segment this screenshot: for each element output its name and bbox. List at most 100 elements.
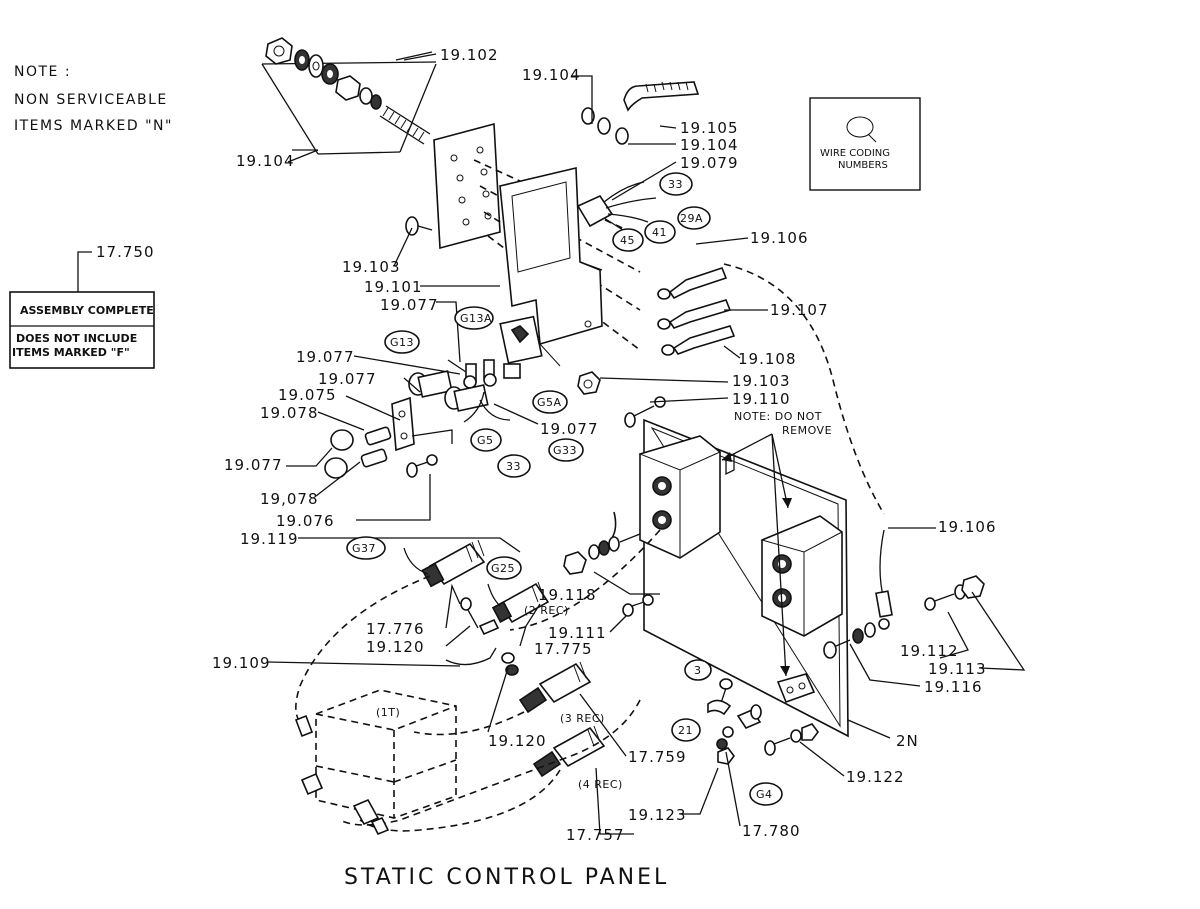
svg-text:41: 41 xyxy=(652,226,667,239)
part-label: 19.105 xyxy=(680,119,739,137)
wire-code-g4: G4 xyxy=(749,782,783,806)
part-label: 19.110 xyxy=(732,390,791,408)
lower-left-hardware xyxy=(445,597,519,676)
wire-code-33-mid: 33 xyxy=(497,454,531,478)
svg-text:G25: G25 xyxy=(491,562,515,575)
part-label: 19.107 xyxy=(770,301,829,319)
dashed-wire-runs xyxy=(294,529,661,836)
right-side-hardware xyxy=(823,529,985,659)
part-label: 19.104 xyxy=(522,66,581,84)
label-4-rec: (4 REC) xyxy=(578,778,623,791)
part-label: 19.077 xyxy=(318,370,377,388)
part-label: 19.120 xyxy=(488,732,547,750)
part-label: 19.108 xyxy=(738,350,797,368)
part-label: 19.104 xyxy=(680,136,739,154)
svg-text:G13A: G13A xyxy=(460,312,492,325)
label-2-rec: (2 REC) xyxy=(524,604,569,617)
wire-code-33-top: 33 xyxy=(659,172,693,196)
part-label: 19.118 xyxy=(538,586,597,604)
svg-text:G13: G13 xyxy=(390,336,414,349)
svg-text:21: 21 xyxy=(678,724,693,737)
part-label: 19.103 xyxy=(732,372,791,390)
note-line-3: ITEMS MARKED "N" xyxy=(14,118,173,134)
svg-text:33: 33 xyxy=(506,460,521,473)
part-label: 17.757 xyxy=(566,826,625,844)
part-label: 19.077 xyxy=(296,348,355,366)
svg-text:G5: G5 xyxy=(477,434,494,447)
part-label: 19.104 xyxy=(236,152,295,170)
main-panel xyxy=(638,418,849,738)
part-number-labels: 19.102 19.104 19.104 19.105 19.104 19.07… xyxy=(212,46,996,844)
assembly-complete-box: 17.750 ASSEMBLY COMPLETE DOES NOT INCLUD… xyxy=(9,243,155,369)
part-label: 19.120 xyxy=(366,638,425,656)
part-label: 2N xyxy=(896,732,919,750)
connector-g37 xyxy=(403,539,486,588)
svg-text:33: 33 xyxy=(668,178,683,191)
inline-labels: (2 REC) (3 REC) (4 REC) (1T) xyxy=(376,604,623,791)
svg-text:3: 3 xyxy=(694,664,702,677)
wire-code-g13a: G13A xyxy=(454,306,494,330)
assembly-ref-label: 17.750 xyxy=(96,243,155,261)
do-not-remove-line-1: NOTE: DO NOT xyxy=(734,410,822,423)
part-label: 19.119 xyxy=(240,530,299,548)
non-serviceable-note: NOTE : NON SERVICEABLE ITEMS MARKED "N" xyxy=(14,64,173,134)
bracket-frame xyxy=(499,166,603,367)
part-label: 17.776 xyxy=(366,620,425,638)
wire-code-g13: G13 xyxy=(384,330,420,354)
svg-text:G33: G33 xyxy=(553,444,577,457)
part-label: 19.113 xyxy=(928,660,987,678)
part-label: 19,078 xyxy=(260,490,319,508)
wire-code-markers: 33 29A 45 41 G13 G13A G5A G5 xyxy=(346,172,783,806)
wire-coding-box: WIRE CODING NUMBERS xyxy=(809,97,921,191)
wire-code-29a: 29A xyxy=(677,206,711,230)
part-label: 19.101 xyxy=(364,278,423,296)
do-not-remove-note: NOTE: DO NOT REMOVE xyxy=(734,410,832,437)
assembly-line-1: ASSEMBLY COMPLETE xyxy=(20,304,154,317)
wire-code-3: 3 xyxy=(684,659,712,681)
part-label: 19.079 xyxy=(680,154,739,172)
wire-code-g5a: G5A xyxy=(532,390,568,414)
part-label: 19.106 xyxy=(750,229,809,247)
connector-3rec xyxy=(518,661,592,714)
connector-2rec xyxy=(487,581,550,624)
wire-coding-line-2: NUMBERS xyxy=(838,160,888,171)
wire-code-21: 21 xyxy=(671,718,701,742)
do-not-remove-line-2: REMOVE xyxy=(782,424,832,437)
part-label: 17.759 xyxy=(628,748,687,766)
part-label: 19.076 xyxy=(276,512,335,530)
part-label: 17.780 xyxy=(742,822,801,840)
part-label: 19.123 xyxy=(628,806,687,824)
part-label: 19.102 xyxy=(440,46,499,64)
part-label: 19.112 xyxy=(900,642,959,660)
part-label: 19.075 xyxy=(278,386,337,404)
wire-code-g25: G25 xyxy=(486,556,522,580)
note-line-2: NON SERVICEABLE xyxy=(14,92,168,108)
svg-text:G4: G4 xyxy=(756,788,773,801)
wire-code-45: 45 xyxy=(612,228,644,252)
wire-code-g5: G5 xyxy=(470,428,502,452)
front-hardware-row xyxy=(563,511,654,617)
wire-code-41: 41 xyxy=(644,220,676,244)
bottom-middle-hardware xyxy=(707,678,819,765)
svg-text:G5A: G5A xyxy=(537,396,562,409)
svg-text:29A: 29A xyxy=(680,212,703,225)
left-component-cluster xyxy=(324,359,666,479)
label-1t: (1T) xyxy=(376,706,400,719)
part-label: 19.077 xyxy=(380,296,439,314)
part-label: 19.077 xyxy=(540,420,599,438)
part-label: 19.116 xyxy=(924,678,983,696)
diagram-title: STATIC CONTROL PANEL xyxy=(344,865,669,890)
part-label: 19.103 xyxy=(342,258,401,276)
top-wire-harness xyxy=(576,81,700,237)
svg-text:45: 45 xyxy=(620,234,635,247)
wire-code-g37: G37 xyxy=(346,536,386,560)
part-label: 17.775 xyxy=(534,640,593,658)
part-label: 19.111 xyxy=(548,624,607,642)
part-label: 19.122 xyxy=(846,768,905,786)
note-line-1: NOTE : xyxy=(14,64,71,80)
wire-code-g33: G33 xyxy=(548,438,584,462)
part-label: 19.109 xyxy=(212,654,271,672)
assembly-line-2: DOES NOT INCLUDE xyxy=(16,332,137,345)
top-hardware-stack xyxy=(261,37,437,155)
